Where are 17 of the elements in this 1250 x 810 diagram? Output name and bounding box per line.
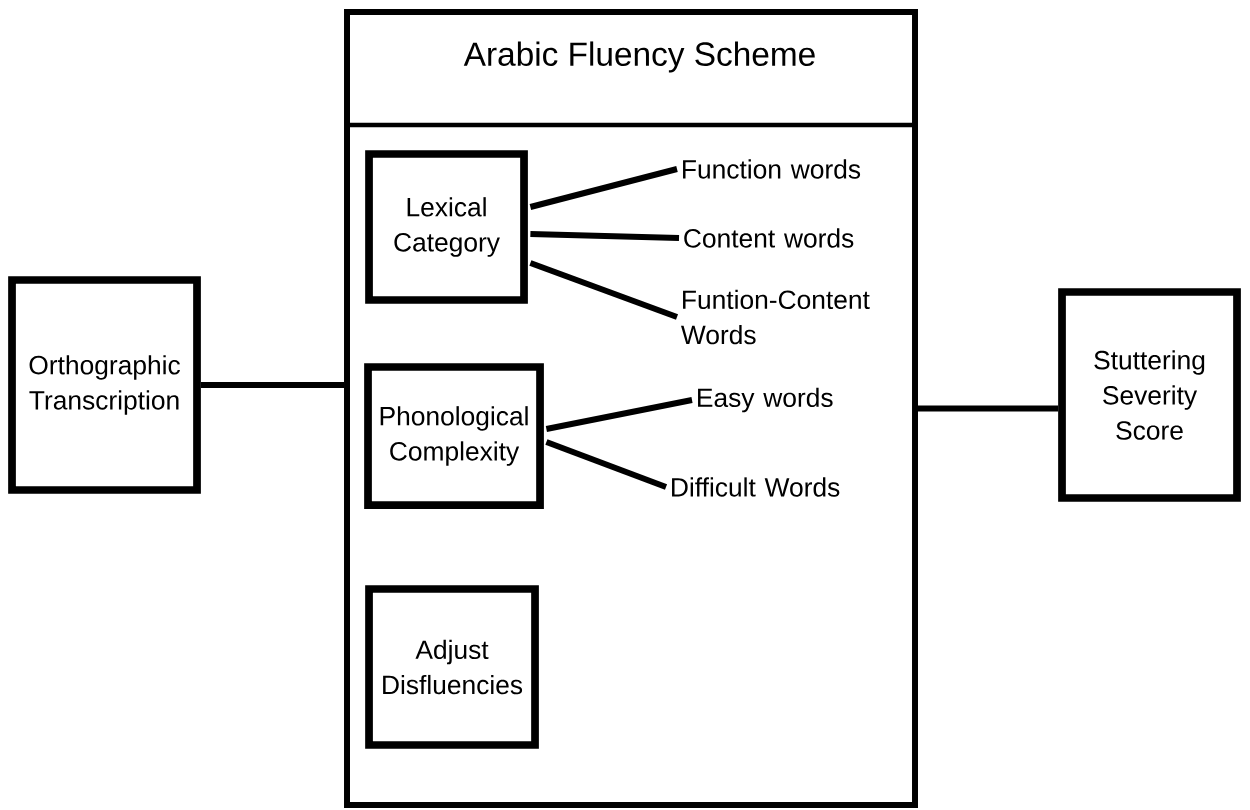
category-label: Easy words xyxy=(698,387,833,413)
branch-line xyxy=(529,166,678,210)
category-label: Content words xyxy=(684,228,854,248)
branch-line xyxy=(545,439,668,490)
category-label: Function words xyxy=(683,159,861,179)
branch-line xyxy=(529,260,679,320)
category-label: Difficult Words xyxy=(672,477,840,497)
branch-line xyxy=(545,397,693,432)
connector-line xyxy=(200,382,344,388)
branch-line xyxy=(530,231,680,241)
process-box: Stuttering Severity Score xyxy=(1058,288,1241,502)
category-label: Funtion-Content Words xyxy=(681,289,870,345)
process-box: Orthographic Transcription xyxy=(8,276,201,494)
connector-line xyxy=(918,405,1059,412)
process-box: Phonological Complexity xyxy=(364,363,544,509)
process-box: Adjust Disfluencies xyxy=(365,585,539,749)
process-box: Lexical Category xyxy=(365,150,528,304)
